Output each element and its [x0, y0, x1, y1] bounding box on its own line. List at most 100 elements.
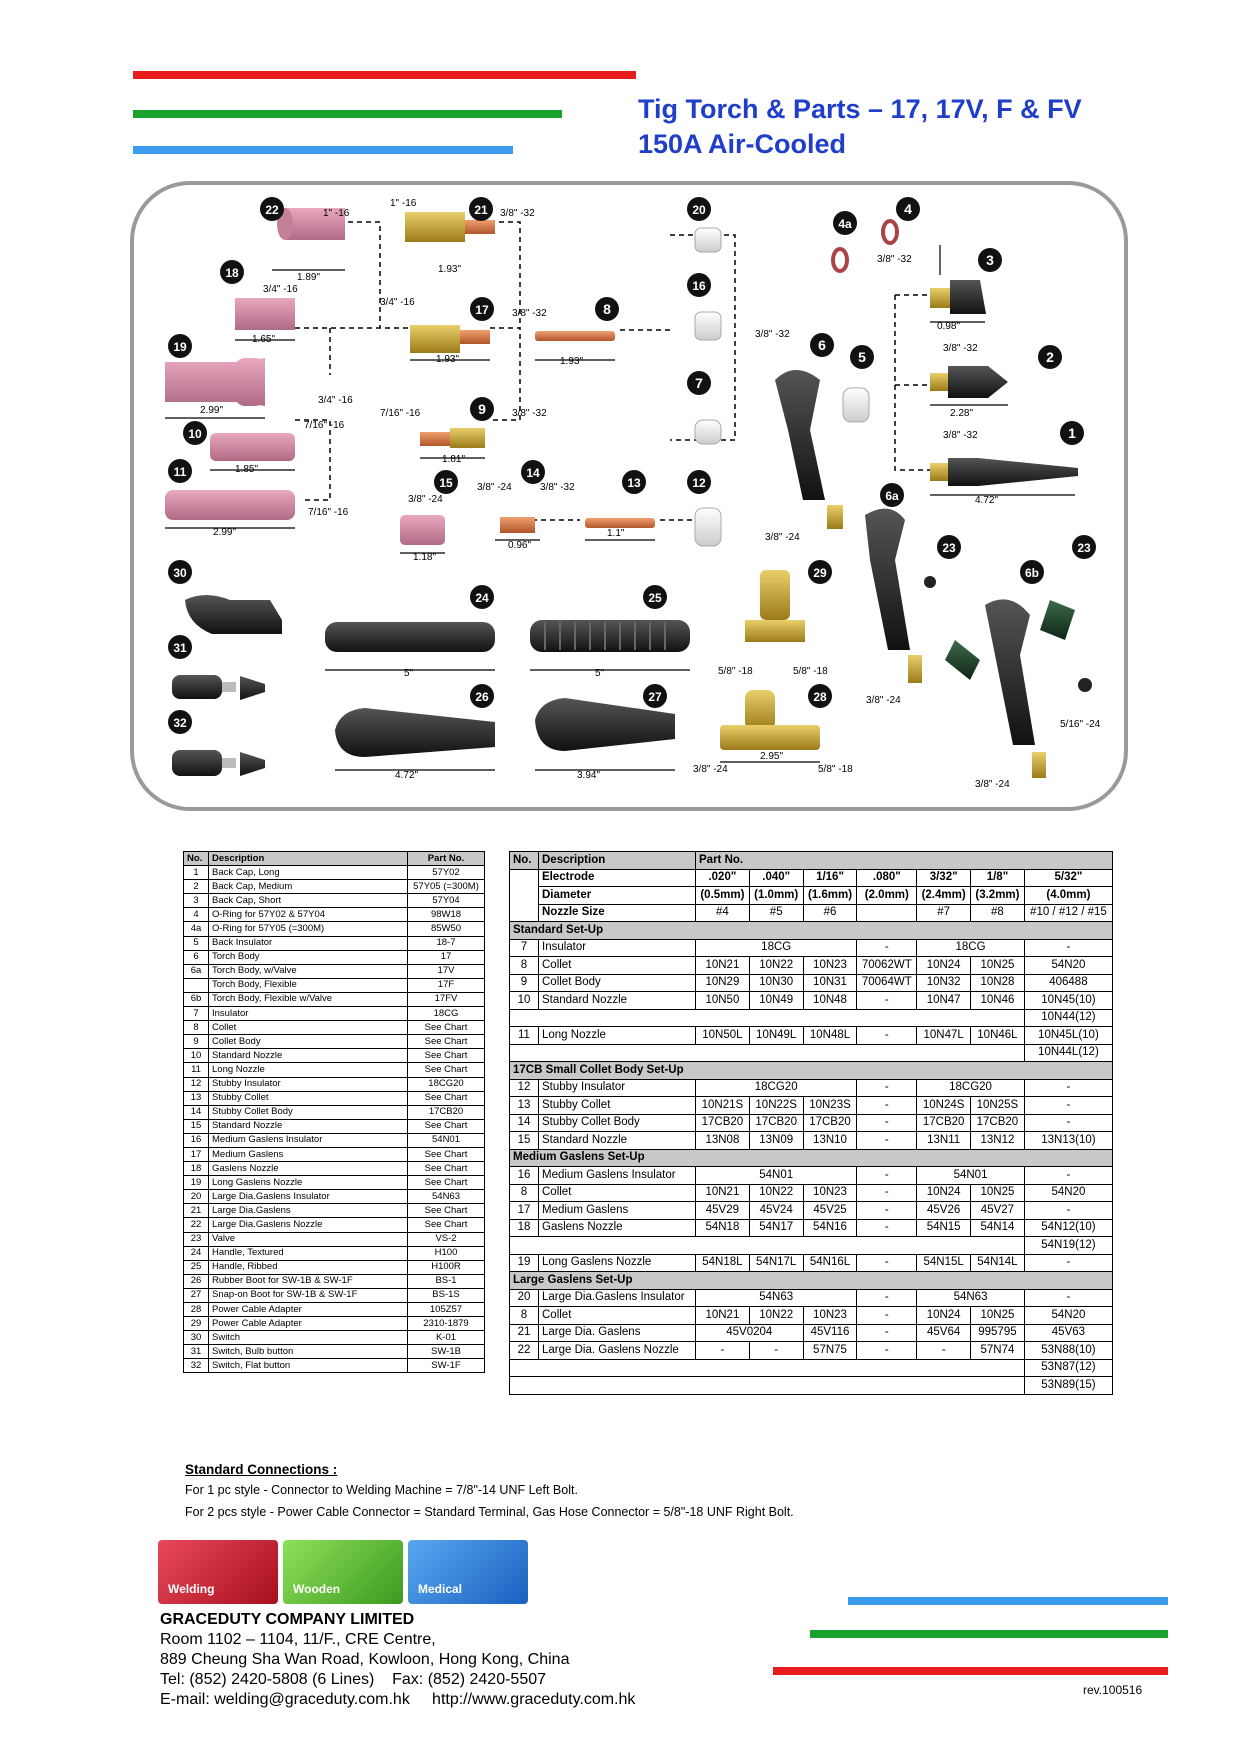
cell: 54N14L	[970, 1253, 1025, 1272]
company-tel: Tel: (852) 2420-5808 (6 Lines) Fax: (852…	[160, 1671, 547, 1688]
row-partno: See Chart	[407, 1090, 485, 1106]
cell: 18CG20	[694, 1078, 858, 1097]
page-subtitle: 150A Air-Cooled	[638, 129, 847, 159]
table-row: 10N44L(12)	[509, 1043, 1114, 1062]
row-no	[183, 977, 209, 993]
cell: 10N23	[802, 1306, 858, 1325]
row-no: 14	[509, 1113, 539, 1132]
row-partno: 17F	[407, 977, 485, 993]
bottom-green-bar	[810, 1630, 1168, 1638]
row-no: 4	[183, 907, 209, 923]
row-desc: Insulator	[538, 938, 696, 957]
cell: -	[856, 1306, 918, 1325]
table-row: 54N19(12)	[509, 1236, 1114, 1255]
row-desc: Long Nozzle	[208, 1062, 408, 1078]
cell: 10N28	[970, 973, 1025, 992]
cell: 54N20	[1023, 1306, 1114, 1325]
cell: -	[856, 1218, 918, 1237]
cell: -	[1023, 1096, 1114, 1115]
row-partno: See Chart	[407, 1034, 485, 1050]
cell: 10N23	[802, 1183, 858, 1202]
cell: -	[856, 991, 918, 1010]
row-partno: 17FV	[407, 991, 485, 1008]
cell: 18CG	[694, 938, 858, 957]
row-desc: Medium Gaslens	[538, 1201, 696, 1220]
cell: 17CB20	[916, 1113, 972, 1132]
diameter-value: (1.6mm)	[802, 886, 858, 905]
company-email[interactable]: E-mail: welding@graceduty.com.hk http://…	[160, 1691, 636, 1708]
cell: -	[916, 1341, 972, 1360]
cell: 10N50	[695, 991, 750, 1010]
cell: -	[856, 1131, 918, 1150]
row-no: 13	[509, 1096, 539, 1115]
row-no: 11	[183, 1062, 209, 1078]
diameter-value: (3.2mm)	[970, 886, 1025, 905]
cell: 10N44(12)	[1023, 1008, 1114, 1027]
top-green-bar	[133, 110, 562, 118]
row-desc: Large Dia.Gaslens Insulator	[538, 1288, 696, 1307]
row-partno: 18CG	[407, 1006, 485, 1022]
row-desc: Gaslens Nozzle	[538, 1218, 696, 1237]
row-partno: VS-2	[407, 1231, 485, 1247]
cell: 10N46L	[970, 1026, 1025, 1045]
medical-logo[interactable]: Medical	[408, 1540, 528, 1604]
row-no: 6b	[183, 991, 209, 1008]
electrode-value: 1/8"	[970, 868, 1025, 887]
bottom-red-bar	[773, 1667, 1168, 1675]
row-desc: Collet	[538, 956, 696, 975]
row-partno: 17CB20	[407, 1104, 485, 1120]
row-partno: K-01	[407, 1330, 485, 1346]
cell: -	[1023, 938, 1114, 957]
row-desc: Torch Body, Flexible w/Valve	[208, 991, 408, 1008]
row-partno: 18-7	[407, 935, 485, 951]
row-desc: Handle, Ribbed	[208, 1259, 408, 1275]
row-desc: Stubby Collet	[208, 1090, 408, 1106]
cell: 54N17L	[748, 1253, 804, 1272]
row-desc: Collet Body	[208, 1034, 408, 1050]
cell: 10N32	[916, 973, 972, 992]
cell: 10N24	[916, 956, 972, 975]
cell: 54N63	[916, 1288, 1025, 1307]
nozzle-size-value: #6	[802, 903, 858, 922]
connections-title: Standard Connections :	[185, 1462, 338, 1477]
row-desc: Handle, Textured	[208, 1245, 408, 1261]
cell: 54N20	[1023, 1183, 1114, 1202]
row-desc: Collet	[538, 1183, 696, 1202]
row-desc: Standard Nozzle	[538, 991, 696, 1010]
row-partno: SW-1F	[407, 1358, 485, 1374]
cell: 10N24	[916, 1183, 972, 1202]
row-partno: See Chart	[407, 1118, 485, 1134]
cell: -	[856, 1253, 918, 1272]
cell: 54N01	[916, 1166, 1025, 1185]
row-no: 21	[183, 1203, 209, 1219]
cell: 10N25	[970, 1183, 1025, 1202]
cell: -	[1023, 1166, 1114, 1185]
row-desc: Power Cable Adapter	[208, 1316, 408, 1332]
row-no: 30	[183, 1330, 209, 1346]
cell: 18CG20	[916, 1078, 1025, 1097]
cell: 54N15L	[916, 1253, 972, 1272]
cell: 10N22	[748, 956, 804, 975]
row-desc: Collet Body	[538, 973, 696, 992]
row-partno: 57Y02	[407, 865, 485, 881]
electrode-value: 1/16"	[802, 868, 858, 887]
cell: -	[856, 938, 918, 957]
col-no-header: No.	[183, 850, 209, 867]
cell: 13N09	[748, 1131, 804, 1150]
cell: 54N17	[748, 1218, 804, 1237]
section-medium-gaslens: Medium Gaslens Set-Up	[509, 1148, 1113, 1167]
row-no: 19	[183, 1175, 209, 1191]
row-no: 12	[509, 1078, 539, 1097]
row-desc: Insulator	[208, 1006, 408, 1022]
welding-logo[interactable]: Welding	[158, 1540, 278, 1604]
row-desc: Rubber Boot for SW-1B & SW-1F	[208, 1273, 408, 1289]
wooden-logo[interactable]: Wooden	[283, 1540, 403, 1604]
